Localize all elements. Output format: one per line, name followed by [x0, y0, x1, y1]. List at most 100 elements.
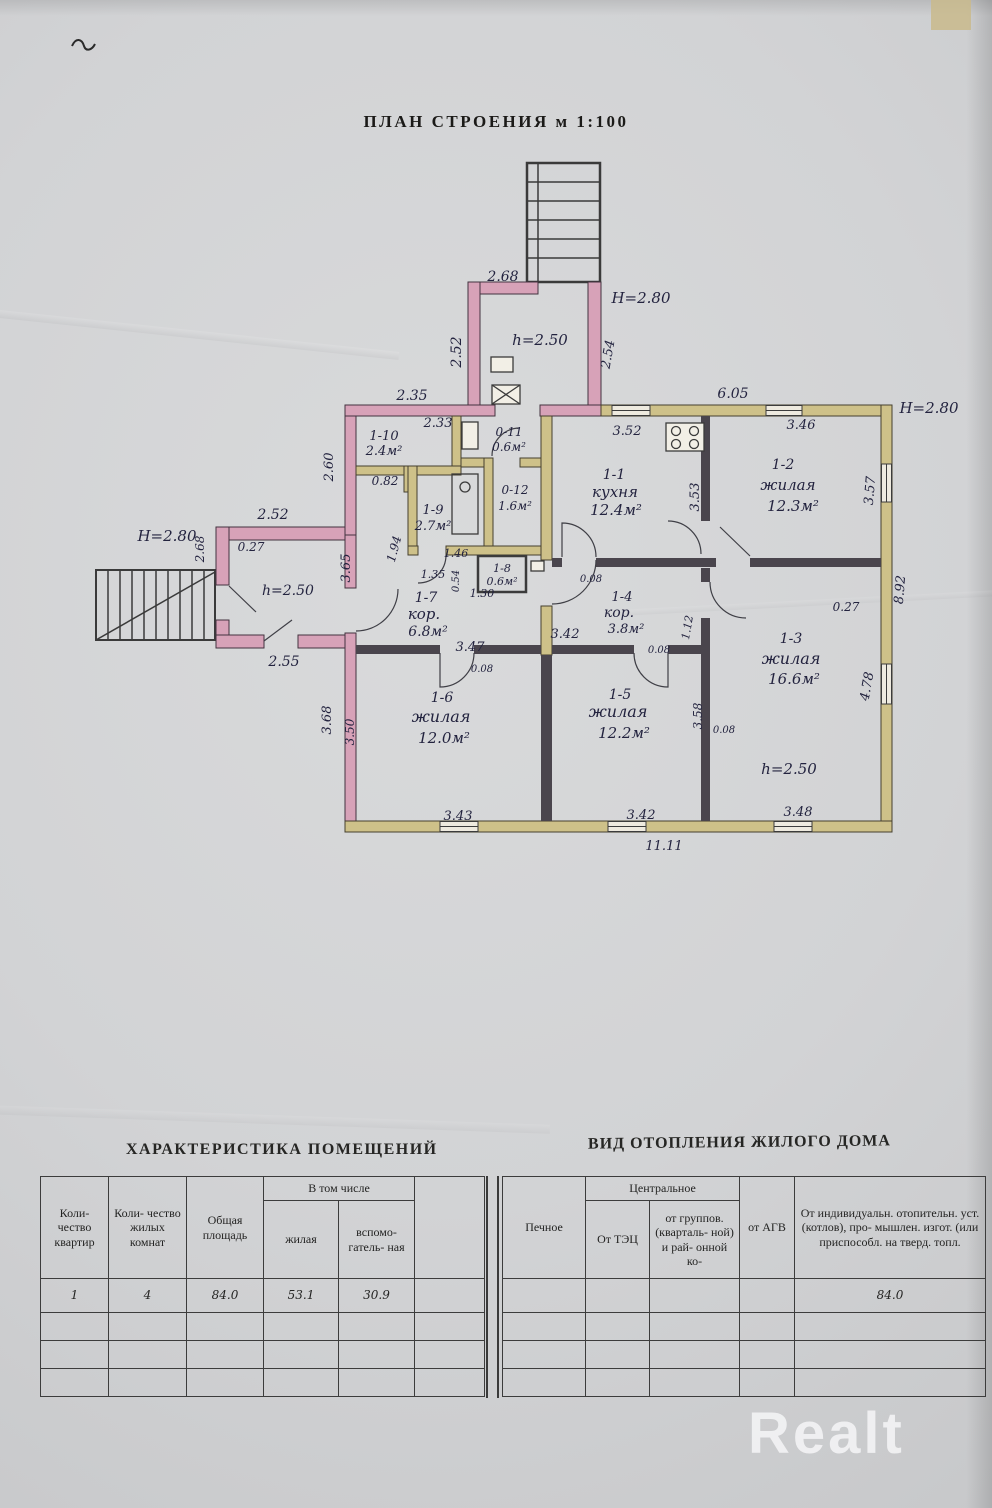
dim-bot-1111: 11.11 — [645, 839, 682, 854]
dim-annex-255: 2.55 — [267, 654, 299, 670]
col-header-rooms: Коли- чество жилых комнат — [108, 1176, 187, 1279]
floor-plan: 2.68 2.52 h=2.50 Н=2.80 2.54 2.35 2.33 6… — [71, 39, 959, 854]
dim-mid-008b: 0.08 — [648, 645, 670, 656]
dimension-labels: 2.68 2.52 h=2.50 Н=2.80 2.54 2.35 2.33 6… — [136, 269, 959, 854]
dim-left-368: 3.68 — [320, 706, 335, 735]
room-labels: 1-10 2.4м² 0-11 0.6м² 1-9 2.7м² 0-12 1.6… — [365, 425, 821, 747]
paper-tab — [931, 0, 971, 30]
room-0-12-area: 1.6м² — [498, 499, 532, 513]
room-1-2-area: 12.3м² — [767, 497, 819, 515]
dim-left-365: 3.65 — [339, 554, 354, 583]
value-rooms: 4 — [108, 1278, 187, 1313]
room-1-1-name: кухня — [592, 483, 638, 501]
empty-cell — [794, 1340, 986, 1369]
height-H-stairs: Н=2.80 — [610, 289, 671, 307]
empty-cell — [739, 1340, 795, 1369]
value-aux-area: 30.9 — [338, 1278, 415, 1313]
empty-cell — [108, 1368, 187, 1397]
room-1-7-name: кор. — [408, 605, 440, 623]
room-1-1-area: 12.4м² — [590, 501, 642, 519]
dim-mid-112: 1.12 — [679, 614, 696, 640]
dim-annex-268: 2.68 — [193, 535, 207, 563]
empty-cell — [108, 1340, 187, 1369]
height-h-annex: h=2.50 — [262, 583, 314, 599]
empty-cell — [338, 1368, 415, 1397]
room-1-3-id: 1-3 — [780, 631, 803, 647]
room-1-9-id: 1-9 — [423, 503, 444, 518]
value-living-area: 53.1 — [263, 1278, 339, 1313]
empty-cell — [263, 1368, 339, 1397]
room-0-12-id: 0-12 — [502, 483, 529, 497]
empty-cell — [585, 1312, 650, 1341]
dim-annex-027: 0.27 — [238, 540, 265, 554]
height-H-left: Н=2.80 — [136, 527, 197, 545]
dim-right-357: 3.57 — [862, 475, 880, 506]
room-1-4-name: кор. — [604, 605, 634, 621]
walls-inner — [356, 416, 881, 821]
dim-cl-146: 1.46 — [444, 547, 469, 560]
room-1-5-id: 1-5 — [609, 687, 632, 703]
height-h-top: h=2.50 — [512, 331, 568, 349]
room-1-10-area: 2.4м² — [365, 444, 403, 459]
room-0-11-area: 0.6м² — [492, 440, 526, 454]
dim-mid-008a: 0.08 — [580, 574, 602, 585]
dim-cl-130: 1.30 — [470, 587, 495, 600]
plan-title: ПЛАН СТРОЕНИЯ м 1:100 — [363, 112, 629, 131]
dim-top-235: 2.35 — [395, 388, 427, 404]
empty-cell — [739, 1368, 795, 1397]
col-header-agv: от АГВ — [739, 1176, 795, 1279]
paper-edge-shadow-top — [0, 0, 992, 16]
col-header-group-boiler: от группов. (кварталь- ной) и рай- онной… — [649, 1200, 740, 1279]
col-header-aux-area: вспомо- гатель- ная — [338, 1200, 415, 1279]
dim-mid-358: 3.58 — [691, 702, 705, 729]
room-1-7-area: 6.8м² — [408, 624, 448, 640]
empty-cell — [186, 1368, 264, 1397]
empty-cell — [739, 1312, 795, 1341]
empty-cell — [794, 1368, 986, 1397]
empty-cell — [649, 1340, 740, 1369]
empty-cell — [338, 1312, 415, 1341]
characteristics-title: ХАРАКТЕРИСТИКА ПОМЕЩЕНИЙ — [126, 1141, 438, 1158]
heating-table: Печное Центральное от АГВ От индивидуаль… — [502, 1176, 986, 1397]
empty-cell — [414, 1340, 485, 1369]
value-total-area: 84.0 — [186, 1278, 264, 1313]
realt-watermark: Realt — [748, 1401, 905, 1466]
room-1-9-area: 2.7м² — [414, 519, 452, 534]
room-1-4-id: 1-4 — [612, 590, 633, 605]
value-stove — [502, 1278, 586, 1313]
empty-cell — [649, 1312, 740, 1341]
closet-fixture-icon — [461, 421, 479, 450]
empty-cell — [40, 1340, 109, 1369]
dim-top-346: 3.46 — [787, 418, 816, 433]
dim-right-478: 4.78 — [857, 671, 877, 703]
room-1-8-area: 0.6м² — [486, 575, 517, 588]
room-1-7-id: 1-7 — [415, 590, 438, 606]
value-apartments: 1 — [40, 1278, 109, 1313]
col-header-individual: От индивидуальн. отопительн. уст. (котло… — [794, 1176, 986, 1279]
empty-cell — [585, 1340, 650, 1369]
dim-top-268: 2.68 — [486, 269, 518, 285]
value-group-boiler — [649, 1278, 740, 1313]
room-1-4-area: 3.8м² — [608, 622, 645, 637]
room-1-3-area: 16.6м² — [768, 670, 820, 688]
pen-mark — [71, 39, 96, 51]
dim-top-352: 3.52 — [613, 424, 642, 439]
dim-top-233: 2.33 — [423, 416, 453, 431]
dim-bot-343: 3.43 — [444, 809, 473, 824]
dim-cl-194: 1.94 — [384, 534, 404, 563]
empty-cell — [338, 1340, 415, 1369]
dim-mid-342: 3.42 — [551, 627, 580, 642]
walls-pink — [215, 281, 602, 822]
dim-mid-347: 3.47 — [456, 640, 486, 655]
empty-cell — [40, 1368, 109, 1397]
col-header-blank — [414, 1176, 485, 1279]
dim-left-350: 3.50 — [343, 718, 357, 745]
dim-cl-082: 0.82 — [372, 474, 399, 488]
col-header-apartments: Коли- чество квартир — [40, 1176, 109, 1279]
flue-icon — [490, 356, 514, 373]
col-header-total-area: Общая площадь — [186, 1176, 264, 1279]
room-0-11-id: 0-11 — [496, 425, 523, 439]
empty-cell — [414, 1368, 485, 1397]
room-1-5-name: жилая — [589, 702, 648, 721]
dim-corr-252: 2.52 — [449, 336, 465, 368]
